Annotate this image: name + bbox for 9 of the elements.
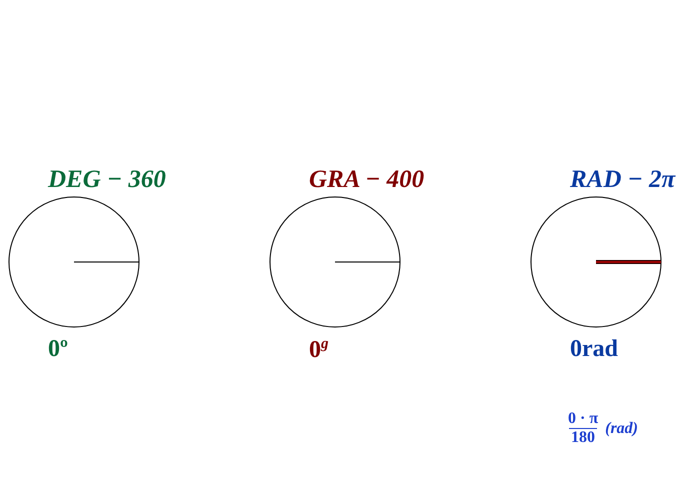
angle-value: 0rad	[570, 336, 618, 363]
dial-heading: GRA − 400	[309, 166, 424, 194]
dial-heading: RAD − 2π	[570, 166, 676, 194]
dial-heading: DEG − 360	[48, 166, 166, 194]
fraction-numerator: 0 · π	[567, 410, 600, 428]
angle-value: 0º	[48, 336, 68, 363]
unit-text: (rad)	[605, 420, 638, 438]
fraction-denominator: 180	[569, 428, 598, 447]
angle-value: 0$^{g}$	[309, 336, 328, 364]
